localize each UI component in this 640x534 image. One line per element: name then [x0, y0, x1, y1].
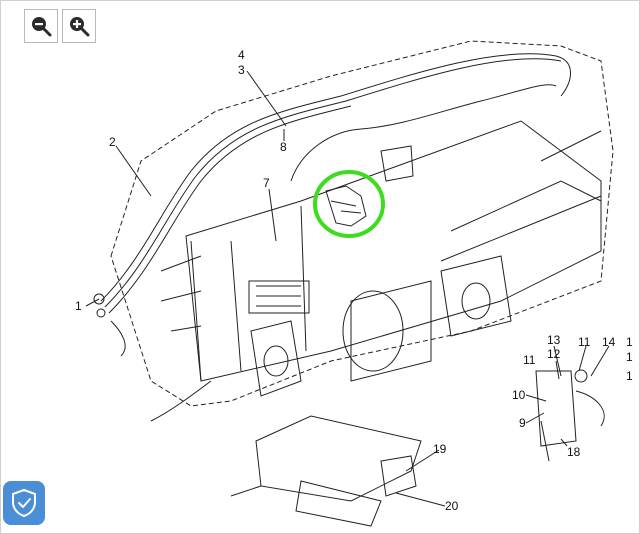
zoom-in-icon [70, 17, 90, 37]
frame-drawing [93, 40, 614, 527]
callout-label: 18 [567, 445, 581, 459]
callout-label: 7 [263, 176, 270, 190]
callout-label: 14 [602, 335, 616, 349]
zoom-out-icon [32, 17, 52, 37]
zoom-out-button[interactable] [24, 9, 58, 43]
callout-label: 19 [433, 442, 447, 456]
callout-label: 2 [109, 135, 116, 149]
callout-label: 1 [626, 369, 633, 383]
callout-label: 20 [445, 499, 459, 513]
callout-label: 10 [512, 388, 526, 402]
callout-label: 12 [547, 347, 561, 361]
security-badge[interactable] [3, 481, 45, 525]
callout-label: 1 [75, 299, 82, 313]
callout-label: 9 [519, 416, 526, 430]
shield-check-icon [12, 488, 36, 518]
callout-label: 1 [626, 335, 633, 349]
zoom-controls [24, 9, 96, 43]
callout-label: 13 [547, 333, 561, 347]
callout-label: 8 [280, 140, 287, 154]
zoom-in-button[interactable] [62, 9, 96, 43]
highlight-circle [313, 170, 385, 238]
callout-label: 11 [523, 353, 536, 367]
callout-leaders [85, 70, 610, 507]
callout-label: 4 [238, 48, 245, 62]
callout-labels: 4 3 2 8 7 1 13 12 11 14 1 1 11 1 10 9 18… [75, 48, 633, 513]
callout-label: 11 [578, 335, 591, 349]
callout-label: 1 [626, 350, 633, 364]
callout-label: 3 [238, 63, 245, 77]
